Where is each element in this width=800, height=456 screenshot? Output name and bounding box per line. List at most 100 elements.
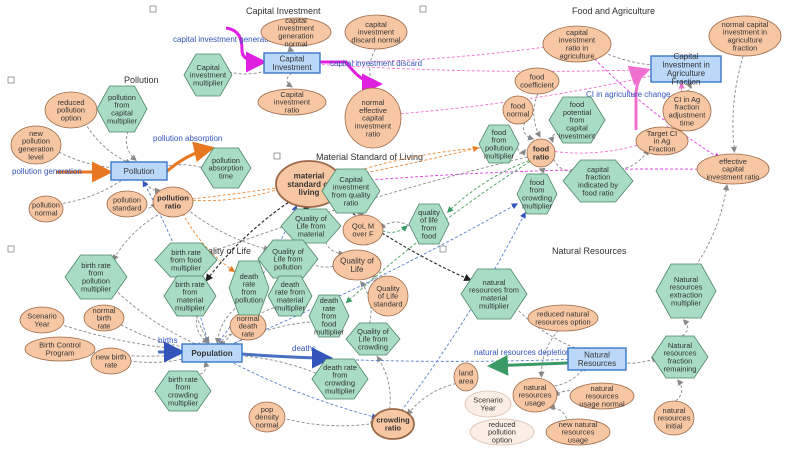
sector-quality-of-life: Quality of Life bbox=[196, 246, 251, 256]
collapse-toggle-pollution[interactable] bbox=[7, 76, 15, 84]
connector-link bbox=[517, 147, 526, 156]
deaths-pipe[interactable] bbox=[241, 347, 333, 369]
collapse-toggle-quality[interactable] bbox=[7, 245, 15, 253]
collapse-toggle-food[interactable] bbox=[419, 5, 427, 13]
connector-link bbox=[446, 160, 530, 213]
connector-link bbox=[549, 364, 587, 387]
connector-link bbox=[332, 147, 481, 180]
flow-label-births: births bbox=[158, 336, 178, 345]
connector-link bbox=[281, 417, 377, 428]
connector-link bbox=[186, 208, 271, 252]
stock-pollution[interactable]: Pollution bbox=[110, 161, 168, 181]
connector-link bbox=[205, 199, 293, 282]
connector-link bbox=[221, 352, 321, 376]
collapse-toggle-capital[interactable] bbox=[149, 5, 157, 13]
collapse-toggle-material[interactable] bbox=[273, 152, 281, 160]
flow-pipes bbox=[56, 26, 651, 376]
ci-agriculture-change-pipe[interactable] bbox=[627, 65, 651, 130]
connector-link bbox=[126, 131, 137, 161]
collapse-toggle-resources[interactable] bbox=[439, 245, 447, 253]
ci-discard-pipe[interactable] bbox=[320, 60, 383, 95]
ci-generation-pipe[interactable] bbox=[225, 26, 267, 73]
node-label: Pollution bbox=[124, 167, 155, 176]
connector-link bbox=[182, 212, 236, 273]
stock-population[interactable]: Population bbox=[181, 343, 243, 363]
sector-material-standard: Material Standard of Living bbox=[316, 152, 423, 162]
resources-depletion-pipe[interactable] bbox=[487, 354, 569, 376]
pollution-absorption-pipe[interactable] bbox=[165, 141, 215, 174]
